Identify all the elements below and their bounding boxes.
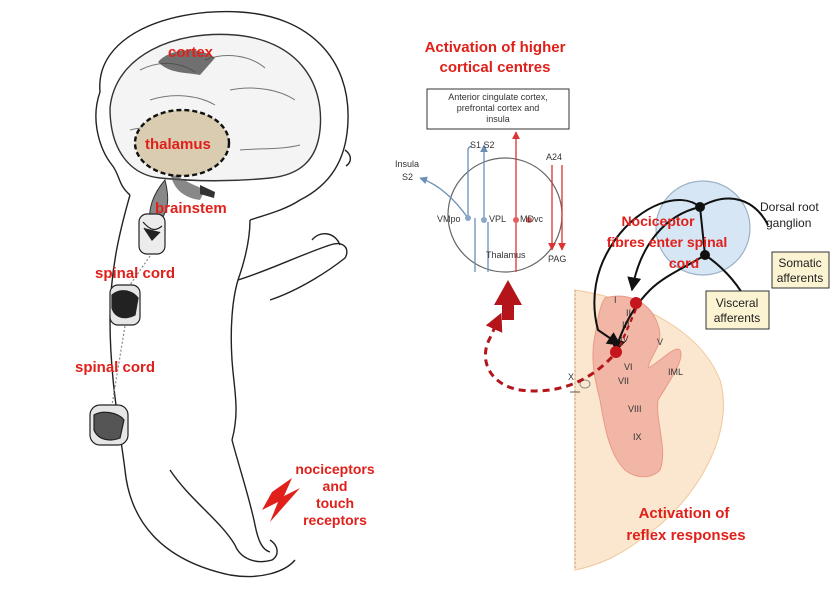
somatic-line-2: afferents <box>777 271 823 285</box>
pag-label: PAG <box>548 254 566 264</box>
lamina-neuron-lower <box>610 346 622 358</box>
ascending-arrow-icon <box>494 280 522 320</box>
receptors-line-4: receptors <box>303 512 367 528</box>
insula-label: Insula <box>395 159 419 169</box>
thoracic-segment <box>109 284 141 326</box>
cortex-label: cortex <box>168 44 214 61</box>
higher-centres-line-2: cortical centres <box>440 59 551 76</box>
receptors-line-2: and <box>323 478 348 494</box>
spinal-cord-segments <box>89 213 166 446</box>
lamina-vi: VI <box>624 362 633 372</box>
cortex-box: Anterior cingulate cortex, prefrontal co… <box>426 88 570 130</box>
vpl-label: VPL <box>489 214 506 224</box>
s2-left-label: S2 <box>402 172 413 182</box>
nociceptor-line-1: Nociceptor <box>621 213 695 229</box>
s1s2-label: S1 S2 <box>470 140 495 150</box>
reflex-line-2: reflex responses <box>626 527 745 544</box>
thalamus-label: thalamus <box>145 136 211 153</box>
cervical-segment <box>138 213 166 255</box>
reflex-label: Activation of reflex responses <box>626 505 745 544</box>
nociceptor-line-2: fibres enter spinal <box>607 234 728 250</box>
local-tract <box>618 308 638 347</box>
lamina-i: I <box>614 295 617 305</box>
visceral-afferents-box: Visceral afferents <box>705 290 770 330</box>
ganglion-line-2: ganglion <box>766 216 811 230</box>
mdvc-label: MDvc <box>520 214 543 224</box>
spinal-cord-lower-label: spinal cord <box>75 359 155 376</box>
higher-centres-title: Activation of higher cortical centres <box>425 39 566 76</box>
lamina-viii: VIII <box>628 404 642 414</box>
a24-label: A24 <box>546 152 562 162</box>
brainstem-label: brainstem <box>155 200 227 217</box>
thalamus-oval <box>133 108 231 178</box>
ganglion-line-1: Dorsal root <box>760 200 819 214</box>
lumbar-segment <box>89 404 129 446</box>
somatic-afferents-box: Somatic afferents <box>771 251 830 289</box>
lamina-neuron-upper <box>630 297 642 309</box>
brain-illustration <box>109 33 322 200</box>
cortex-box-line-1: Anterior cingulate cortex, <box>448 92 548 102</box>
higher-centres-line-1: Activation of higher <box>425 39 566 56</box>
lamina-x: X <box>568 372 574 382</box>
lamina-ii: II <box>626 308 631 318</box>
cortex-box-line-3: insula <box>486 114 510 124</box>
ascending-tract <box>484 312 614 393</box>
visceral-line-2: afferents <box>714 311 760 325</box>
somatic-line-1: Somatic <box>778 256 821 270</box>
lamina-vii: VII <box>618 376 629 386</box>
lamina-v: V <box>657 337 663 347</box>
vmpo-label: VMpo <box>437 214 461 224</box>
lightning-icon <box>262 478 300 522</box>
nociceptor-label: Nociceptor fibres enter spinal cord <box>607 213 728 271</box>
cortex-box-line-2: prefrontal cortex and <box>457 103 540 113</box>
reflex-line-1: Activation of <box>639 505 731 522</box>
receptors-line-1: nociceptors <box>295 461 375 477</box>
receptors-line-3: touch <box>316 495 354 511</box>
thalamus-schematic-label: Thalamus <box>486 250 526 260</box>
infant-illustration <box>95 10 352 578</box>
visceral-line-1: Visceral <box>716 296 758 310</box>
lamina-ix: IX <box>633 432 642 442</box>
lamina-iml: IML <box>668 367 683 377</box>
nociceptor-line-3: cord <box>669 255 699 271</box>
receptors-label: nociceptors and touch receptors <box>295 461 375 528</box>
thalamus-schematic: Insula S2 S1 S2 A24 VMpo VPL MDvc Thalam… <box>395 131 566 273</box>
spinal-cord-upper-label: spinal cord <box>95 265 175 282</box>
